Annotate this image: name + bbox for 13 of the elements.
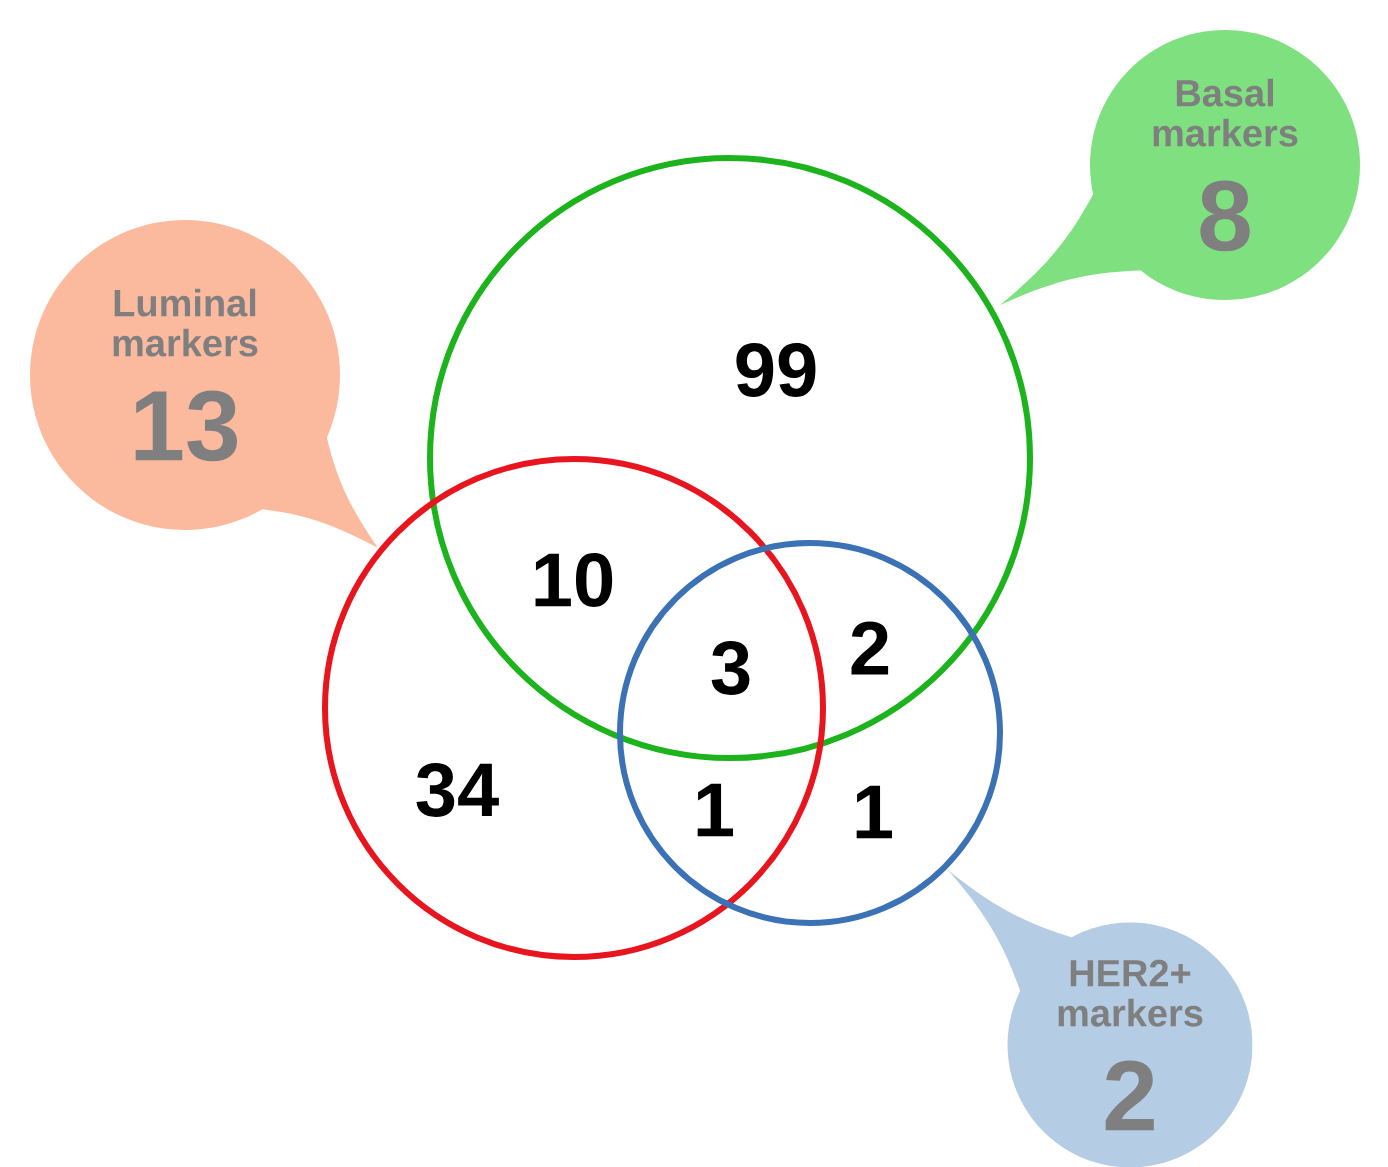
region-count: 1 [856, 785, 892, 839]
venn-circle [322, 456, 826, 960]
region-count: 2 [851, 621, 889, 675]
venn-circle [427, 155, 1033, 761]
region-count: 1 [697, 783, 733, 837]
venn-circle [617, 540, 1003, 926]
speech-bubble: Basal markers 8 [1000, 30, 1360, 305]
region-count: 3 [711, 641, 750, 695]
region-count: 99 [736, 343, 816, 397]
region-count: 10 [535, 553, 613, 607]
speech-bubble: HER2+ markers 2 [948, 870, 1253, 1167]
region-count: 34 [416, 763, 499, 817]
speech-bubble: Luminal markers 13 [30, 220, 378, 548]
